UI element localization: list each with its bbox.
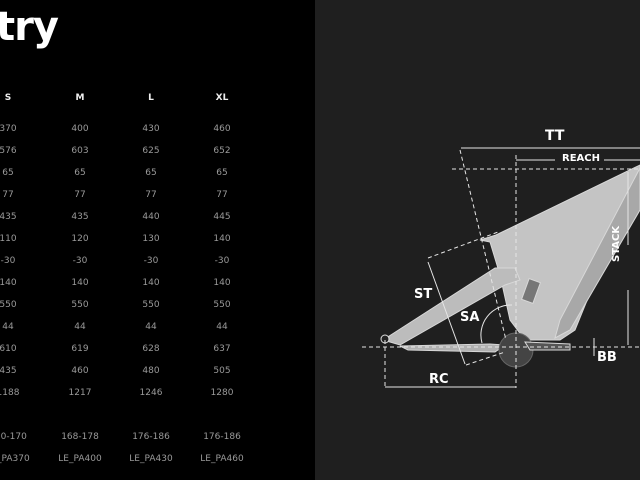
table-cell: 550	[142, 300, 160, 310]
table-cell: 65	[2, 168, 14, 178]
table-cell: 77	[2, 190, 14, 200]
bb-label: BB	[597, 350, 617, 365]
table-cell: 65	[216, 168, 228, 178]
table-cell: 628	[142, 344, 160, 354]
table-cell: 140	[142, 278, 160, 288]
rider-height-cell: 176-186	[132, 432, 170, 442]
st-label: ST	[414, 287, 433, 302]
table-cell: 110	[0, 234, 17, 244]
table-cell: 44	[216, 322, 228, 332]
table-cell: 435	[0, 366, 17, 376]
table-cell: 435	[71, 212, 89, 222]
table-cell: 1246	[139, 388, 163, 398]
model-code-cell: LE_PA430	[129, 454, 173, 464]
table-cell: 610	[0, 344, 17, 354]
table-cell: 603	[71, 146, 89, 156]
tt-label: TT	[545, 128, 565, 144]
table-cell: 480	[142, 366, 160, 376]
table-cell: 65	[145, 168, 157, 178]
dimension-lines	[385, 147, 640, 388]
size-header-xl: XL	[215, 93, 229, 103]
table-cell: 460	[71, 366, 89, 376]
table-cell: 140	[213, 278, 231, 288]
sa-label: SA	[460, 310, 480, 325]
table-cell: 77	[145, 190, 157, 200]
reach-label: REACH	[562, 153, 600, 164]
table-cell: -30	[0, 256, 16, 266]
bike-diagram-panel: TT REACH STACK ST SA BB RC	[315, 0, 640, 480]
size-header-m: M	[75, 93, 85, 103]
model-code-cell: LE_PA400	[58, 454, 102, 464]
table-cell: 1188	[0, 388, 20, 398]
table-cell: 430	[142, 124, 160, 134]
stack-label: STACK	[611, 225, 622, 262]
table-cell: 619	[71, 344, 89, 354]
table-cell: 140	[213, 234, 231, 244]
table-cell: 120	[71, 234, 89, 244]
rider-height-cell: 160-170	[0, 432, 27, 442]
table-cell: 652	[213, 146, 231, 156]
table-cell: 505	[213, 366, 231, 376]
table-cell: 435	[0, 212, 17, 222]
table-cell: 44	[145, 322, 157, 332]
table-cell: 637	[213, 344, 231, 354]
size-header-l: L	[148, 93, 154, 103]
rider-height-cell: 168-178	[61, 432, 99, 442]
table-cell: 1280	[210, 388, 234, 398]
table-cell: 400	[71, 124, 89, 134]
geometry-table-panel: try S M L XL 370 400 430 460 576 603 625 652 65 65 65 6…	[0, 0, 315, 480]
page-title: try	[0, 4, 59, 50]
table-cell: 440	[142, 212, 160, 222]
table-cell: -30	[143, 256, 159, 266]
table-cell: 130	[142, 234, 160, 244]
table-cell: 445	[213, 212, 231, 222]
table-cell: 44	[74, 322, 86, 332]
table-cell: 77	[216, 190, 228, 200]
model-code-cell: LE_PA370	[0, 454, 30, 464]
table-cell: 65	[74, 168, 86, 178]
table-cell: 550	[0, 300, 17, 310]
table-cell: -30	[72, 256, 88, 266]
table-cell: 44	[2, 322, 14, 332]
table-cell: 550	[213, 300, 231, 310]
table-cell: 576	[0, 146, 17, 156]
bike-geometry-diagram	[362, 147, 640, 388]
table-cell: 625	[142, 146, 160, 156]
table-cell: 77	[74, 190, 86, 200]
table-cell: 140	[0, 278, 17, 288]
table-cell: 460	[213, 124, 231, 134]
table-cell: 140	[71, 278, 89, 288]
table-cell: -30	[214, 256, 230, 266]
model-code-cell: LE_PA460	[200, 454, 244, 464]
table-cell: 550	[71, 300, 89, 310]
rc-label: RC	[429, 372, 449, 387]
table-cell: 370	[0, 124, 17, 134]
table-cell: 1217	[68, 388, 92, 398]
size-header-s: S	[4, 93, 12, 103]
rider-height-cell: 176-186	[203, 432, 241, 442]
bike-frame	[380, 164, 640, 368]
